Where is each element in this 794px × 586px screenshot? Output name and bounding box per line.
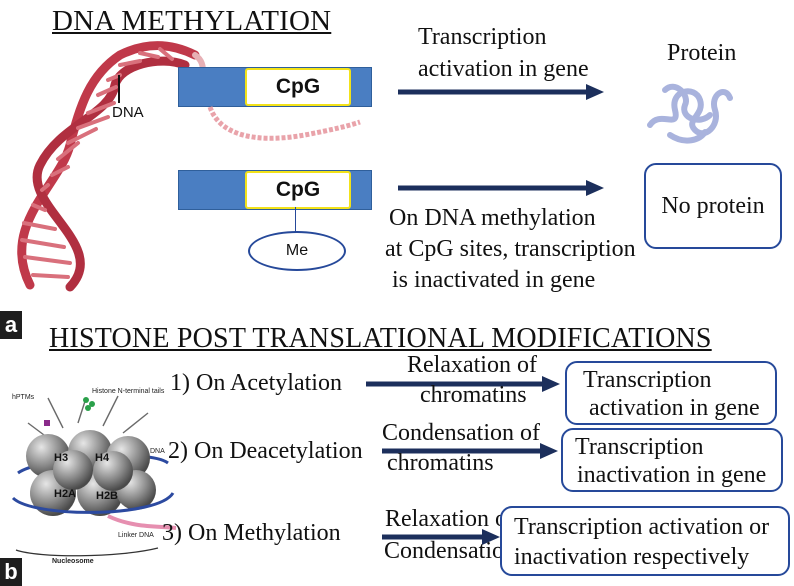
- row2-result-line2: inactivation in gene: [577, 462, 767, 488]
- transcription-arrow-1: [398, 84, 604, 100]
- no-protein-box: No protein: [644, 163, 782, 249]
- nucleosome-illustration: [11, 395, 177, 557]
- row2-label: 2) On Deacetylation: [168, 438, 363, 464]
- row3-result-line2: inactivation respectively: [514, 544, 750, 570]
- row1-result-line1: Transcription: [583, 367, 712, 393]
- row2-result-box: Transcription inactivation in gene: [561, 428, 783, 492]
- hptms-label: hPTMs: [12, 394, 35, 401]
- methyl-pointer-line: [295, 207, 296, 233]
- row1-result-box: Transcription activation in gene: [565, 361, 777, 425]
- row3-result-line1: Transcription activation or: [514, 514, 770, 540]
- linker-dna-label: Linker DNA: [118, 532, 154, 539]
- row3-arrow: [382, 529, 500, 545]
- dna-pointer-line: [118, 75, 120, 103]
- transcription-text-line1: Transcription: [418, 24, 547, 50]
- row1-arrow-line1: Relaxation of: [407, 352, 537, 378]
- row1-arrow: [366, 376, 560, 392]
- row1-label: 1) On Acetylation: [170, 370, 342, 396]
- row2-arrow-line2: chromatins: [387, 450, 494, 476]
- methylation-text-line1: On DNA methylation: [389, 205, 596, 231]
- histone-h4-label: H4: [95, 452, 110, 464]
- dna-label: DNA: [112, 104, 144, 121]
- row3-label: 3) On Methylation: [162, 520, 341, 546]
- histone-h3-label: H3: [54, 452, 69, 464]
- methyl-group-me: Me: [248, 231, 346, 271]
- row3-result-box: Transcription activation or inactivation…: [500, 506, 790, 576]
- row3-arrow-line2: Condensation: [384, 538, 516, 564]
- protein-label: Protein: [667, 40, 737, 66]
- row2-result-line1: Transcription: [575, 434, 704, 460]
- histone-h2b-label: H2B: [96, 490, 119, 502]
- panel-letter-a: a: [0, 311, 22, 339]
- dna-methylation-title: DNA METHYLATION: [52, 5, 332, 37]
- row3-arrow-line1: Relaxation or: [385, 506, 515, 532]
- dna-small-label: DNA: [150, 448, 165, 455]
- transcription-arrow-2: [398, 180, 604, 196]
- histone-h2a-label: H2A: [54, 488, 77, 500]
- cpg-site-1: CpG: [245, 68, 351, 106]
- row2-arrow: [382, 443, 558, 459]
- cpg-site-2: CpG: [245, 171, 351, 209]
- methylation-text-line3: is inactivated in gene: [392, 267, 596, 293]
- protein-icon: [647, 83, 733, 144]
- nucleosome-caption: Nucleosome: [52, 558, 94, 565]
- histone-ptm-title: HISTONE POST TRANSLATIONAL MODIFICATIONS: [49, 323, 712, 354]
- row1-arrow-line2: chromatins: [420, 382, 527, 408]
- mrna-strand: [207, 106, 361, 141]
- row1-result-line2: activation in gene: [589, 395, 760, 421]
- panel-letter-b: b: [0, 558, 22, 586]
- histone-tails-label: Histone N-terminal tails: [92, 388, 165, 395]
- methylation-text-line2: at CpG sites, transcription: [385, 236, 636, 262]
- row2-arrow-line1: Condensation of: [382, 420, 540, 446]
- transcription-text-line2: activation in gene: [418, 56, 589, 82]
